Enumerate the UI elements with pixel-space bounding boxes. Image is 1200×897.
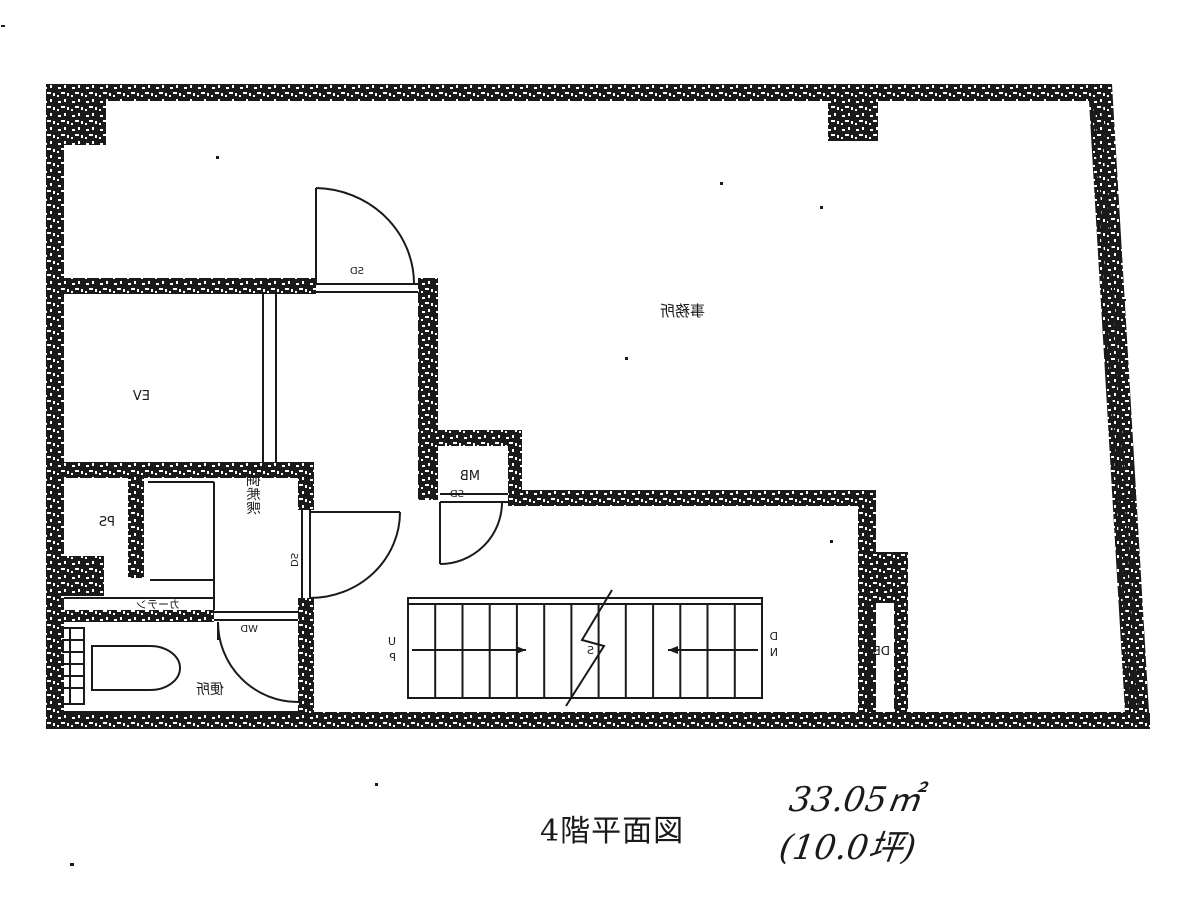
stair [407,589,763,707]
area-m2: 33.05㎡ [786,780,924,820]
plan-caption: 4階平面図 [540,814,685,849]
room-labels: 事務所 EV PS MB DB 便所 SD SD WD カーテン 湯沸室 DS … [99,266,890,698]
interior-walls [64,278,908,712]
label-sd2: SD [450,489,464,500]
label-toilet: 便所 [196,682,224,698]
partitions [64,283,894,713]
outer-walls [46,84,1150,729]
stair-s: S [587,644,594,657]
label-pantry: 湯沸室 [244,473,261,515]
toilet-fixture [62,627,181,705]
label-main: 事務所 [660,302,705,320]
stair-up-u: U [388,635,396,648]
stair-dn-d: D [770,630,778,643]
area-tsubo: (10.0坪) [776,828,919,868]
stair-dn-n: N [770,646,778,659]
label-mb: MB [460,469,480,484]
scan-specks [1,25,833,866]
label-ev: EV [133,389,150,404]
stair-up-p: P [389,651,396,664]
label-db: DB [873,644,890,658]
label-shelf: カーテン [136,598,180,611]
doors [217,187,503,703]
label-wd: WD [240,624,258,635]
window-lines [1093,103,1139,709]
label-ds: DS [288,553,299,567]
label-sd1: SD [350,266,364,277]
label-ps: PS [99,515,115,530]
